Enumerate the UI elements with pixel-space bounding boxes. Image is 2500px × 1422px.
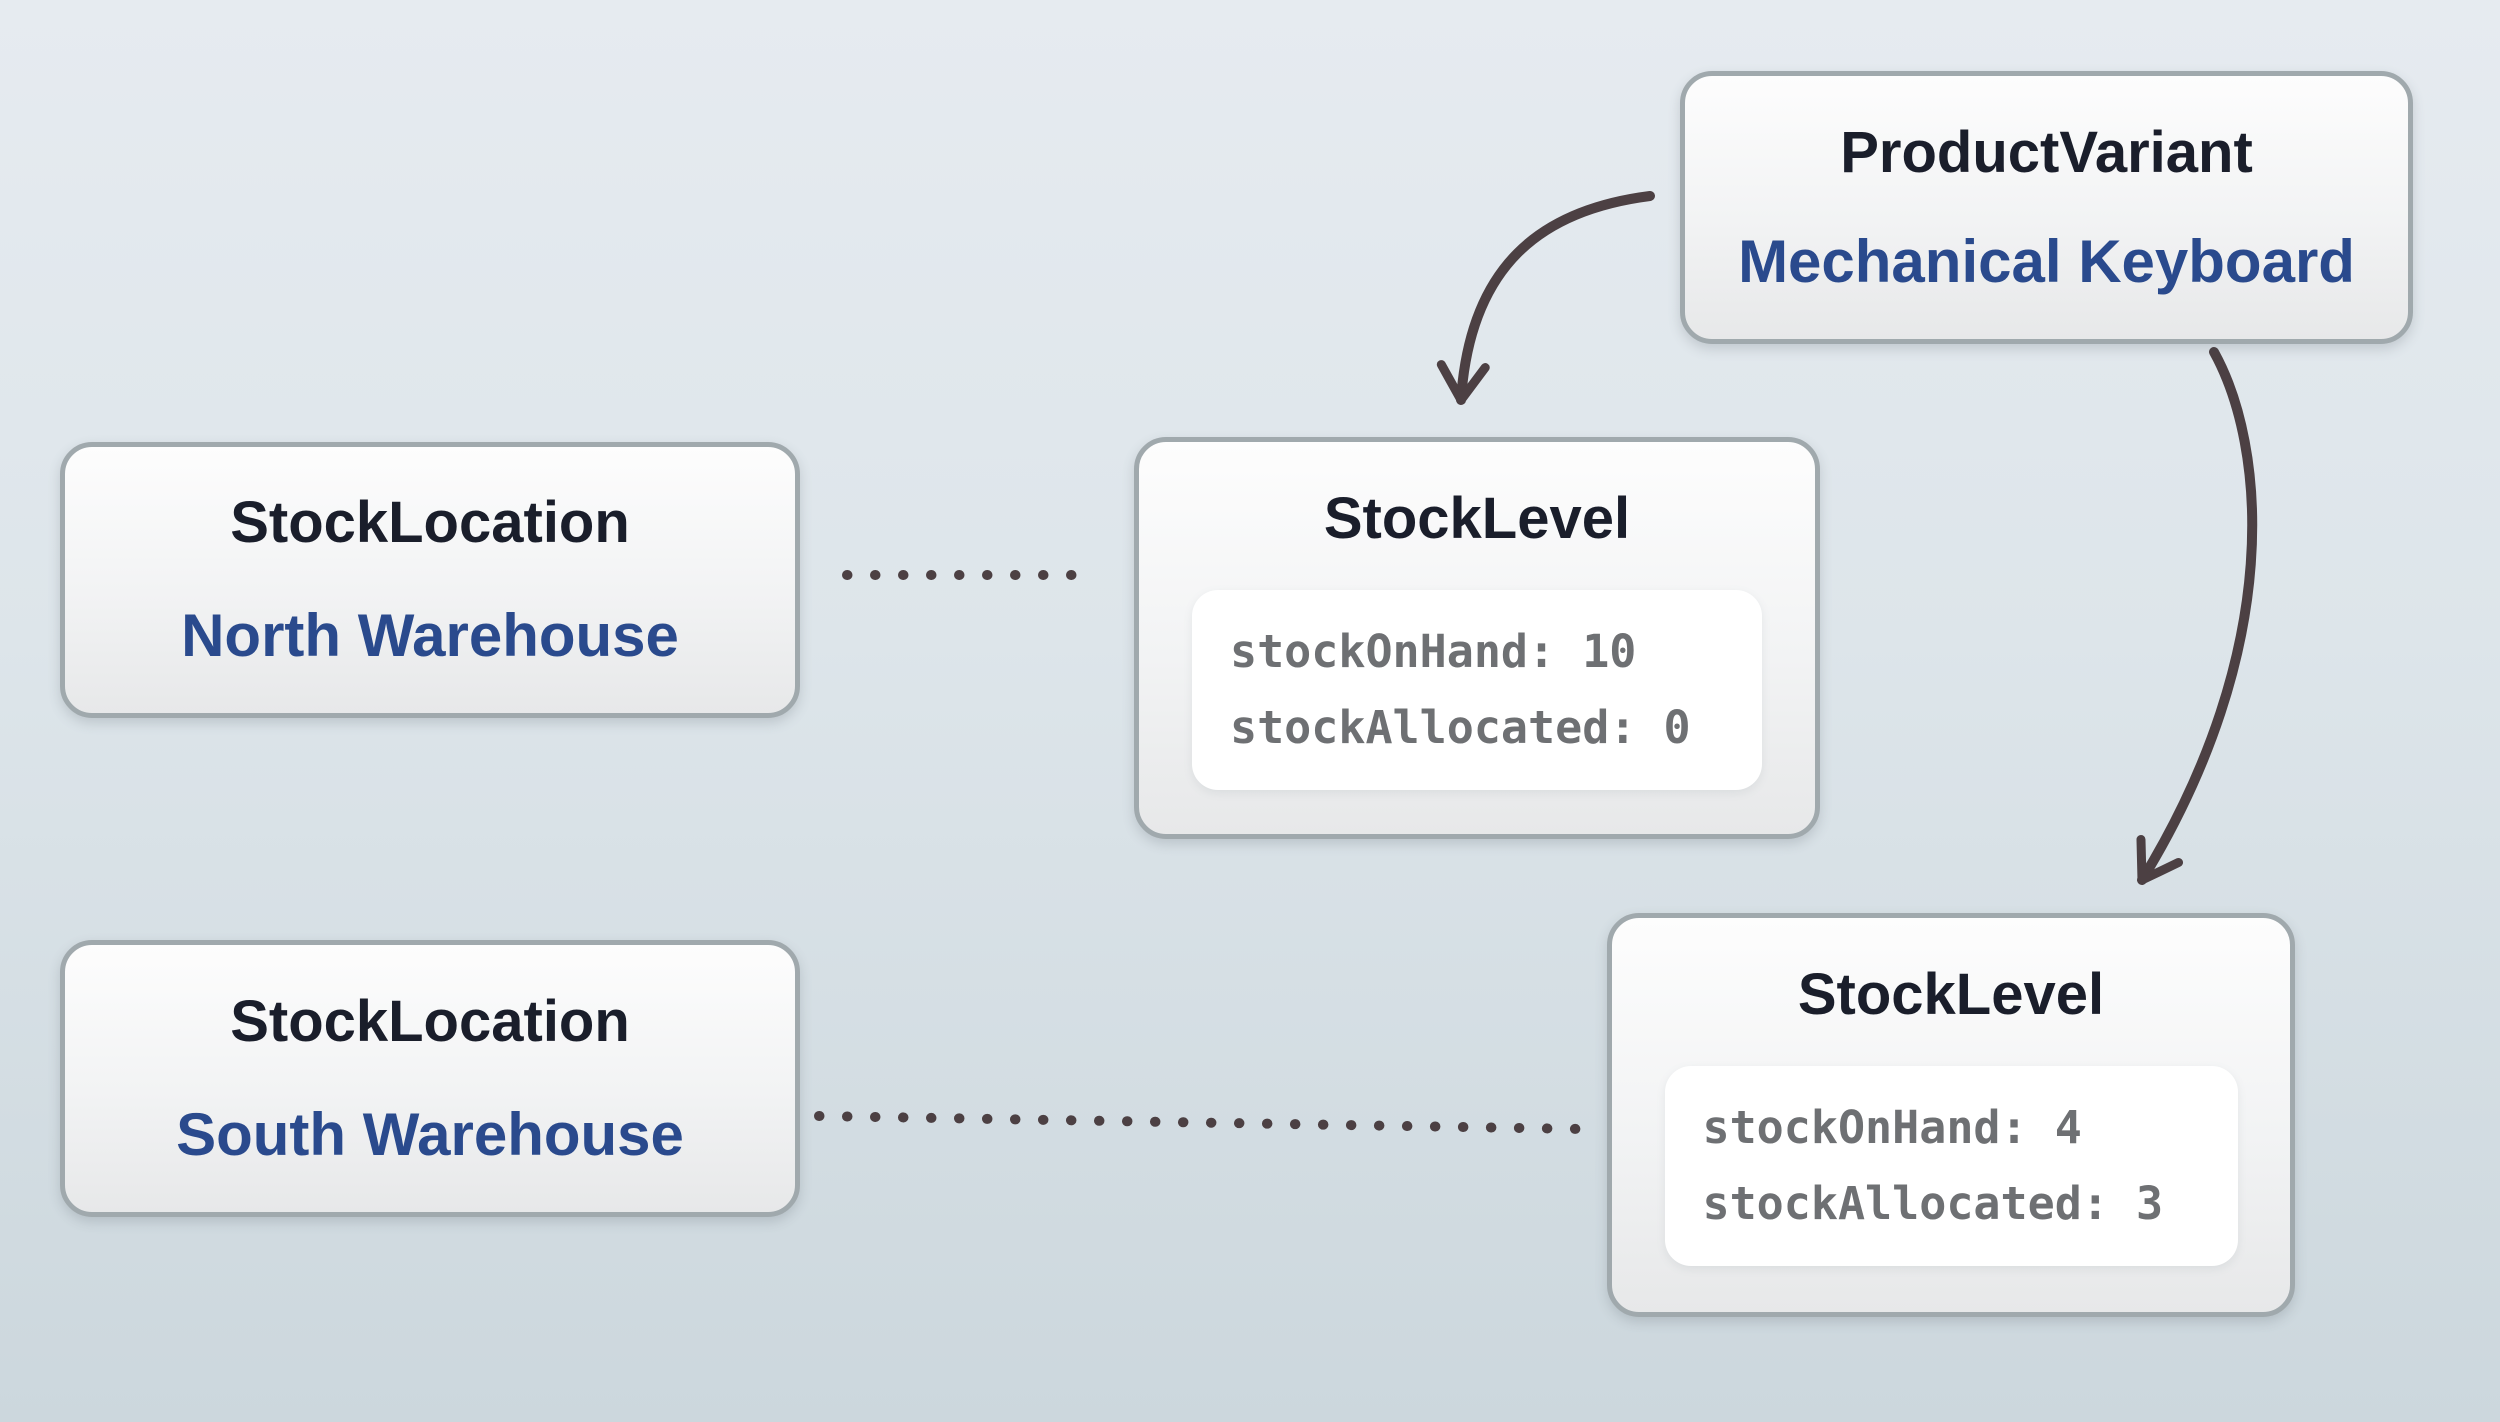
entity-instance-name: Mechanical Keyboard <box>1738 227 2355 295</box>
product-variant-card: ProductVariant Mechanical Keyboard <box>1680 71 2413 344</box>
entity-type-label: StockLocation <box>230 988 630 1054</box>
stock-location-south-card: StockLocation South Warehouse <box>60 940 800 1217</box>
arrow-productvariant-to-north-stocklevel <box>1436 191 1655 405</box>
stock-on-hand-field: stockOnHand: 10 <box>1230 625 1637 678</box>
stock-location-north-card: StockLocation North Warehouse <box>60 442 800 718</box>
link-south-location-to-stocklevel <box>814 1111 1585 1134</box>
stock-allocated-field: stockAllocated: 0 <box>1230 701 1691 754</box>
arrow-productvariant-to-south-stocklevel <box>2136 347 2258 885</box>
stock-fields-panel: stockOnHand: 10 stockAllocated: 0 <box>1192 590 1762 790</box>
entity-type-label: StockLevel <box>1323 486 1631 551</box>
entity-type-label: StockLocation <box>230 490 630 555</box>
stock-allocated-field: stockAllocated: 3 <box>1702 1177 2164 1230</box>
stock-on-hand-field: stockOnHand: 4 <box>1702 1101 2082 1154</box>
entity-type-label: StockLevel <box>1797 962 2105 1027</box>
entity-instance-name: North Warehouse <box>181 602 679 669</box>
stock-level-north-card: StockLevel stockOnHand: 10 stockAllocate… <box>1134 437 1820 839</box>
stock-level-south-card: StockLevel stockOnHand: 4 stockAllocated… <box>1607 913 2295 1317</box>
entity-type-label: ProductVariant <box>1840 119 2253 185</box>
stock-fields-panel: stockOnHand: 4 stockAllocated: 3 <box>1664 1066 2238 1266</box>
entity-instance-name: South Warehouse <box>176 1100 684 1168</box>
